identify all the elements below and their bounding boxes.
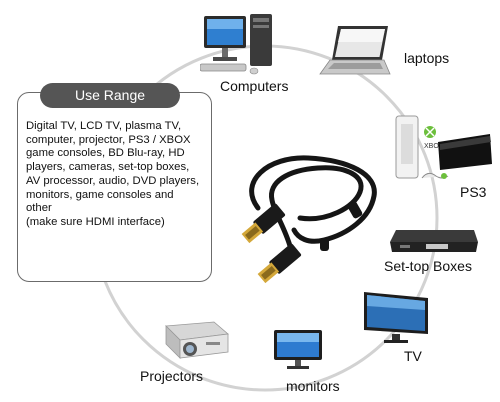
hdmi-cable-icon (241, 155, 377, 284)
desktop-computer-icon (200, 14, 272, 75)
label-ps3: PS3 (460, 184, 487, 200)
label-monitors: monitors (286, 378, 340, 394)
projector-icon (165, 321, 229, 359)
game-console-icon: XBOX 360 (395, 115, 492, 179)
tv-icon (364, 292, 428, 343)
use-range-line: Digital TV, LCD TV, plasma TV, (26, 120, 182, 132)
use-range-text: Digital TV, LCD TV, plasma TV, computer,… (26, 120, 216, 230)
label-laptops: laptops (404, 50, 450, 66)
use-range-panel (17, 92, 212, 282)
label-computers: Computers (220, 78, 289, 94)
use-range-line: (make sure HDMI interface) (26, 215, 165, 228)
use-range-line: monitors, game consoles and (26, 188, 174, 201)
use-range-title: Use Range (40, 83, 180, 108)
use-range-line: computer, projector, PS3 / XBOX (26, 133, 191, 146)
use-range-line: AV processor, audio, DVD players, (26, 174, 200, 187)
label-projectors: Projectors (140, 368, 204, 384)
use-range-line: players, cameras, set-top boxes, (26, 161, 190, 174)
label-set-top-boxes: Set-top Boxes (384, 258, 472, 274)
use-range-line: other (26, 202, 52, 215)
set-top-box-icon (390, 230, 478, 252)
laptop-icon (319, 26, 391, 75)
monitor-icon (274, 330, 322, 369)
use-range-line: game consoles, BD Blu-ray, HD (26, 147, 185, 160)
label-tv: TV (404, 348, 422, 364)
